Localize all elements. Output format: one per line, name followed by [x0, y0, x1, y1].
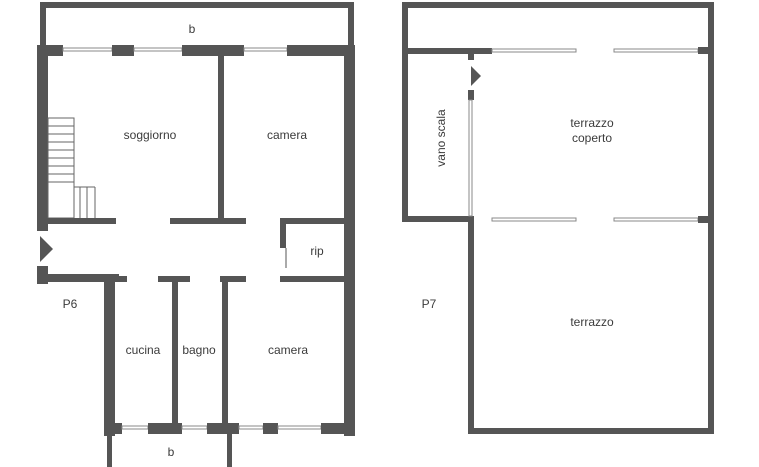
label-camera-1: camera [267, 128, 307, 142]
balcony-top-outline [40, 2, 354, 46]
p7-entrance-arrow-icon [471, 66, 481, 86]
label-terrazzo-coperto-1: terrazzo [570, 116, 614, 130]
label-p7: P7 [422, 297, 437, 311]
west-wall [37, 45, 119, 436]
interior-walls-lower [115, 276, 246, 426]
balcony-bottom-outline [107, 434, 232, 467]
label-soggiorno: soggiorno [124, 128, 177, 142]
entrance-arrow-icon [40, 236, 53, 262]
south-wall [104, 423, 355, 434]
interior-walls-upper [46, 56, 246, 224]
vano-scala-walls [402, 48, 492, 217]
label-p6: P6 [63, 297, 78, 311]
floor-p7: vano scala terrazzo coperto P7 terrazzo [402, 2, 714, 434]
label-camera-2: camera [268, 343, 308, 357]
north-wall [37, 45, 355, 56]
east-wall [344, 45, 355, 436]
label-balcony-top: b [189, 22, 196, 36]
label-cucina: cucina [126, 343, 161, 357]
label-vano-scala: vano scala [434, 109, 448, 167]
terrazzo-coperto-openings [491, 47, 710, 223]
staircase [47, 117, 96, 219]
label-terrazzo: terrazzo [570, 315, 614, 329]
label-balcony-bottom: b [168, 445, 175, 459]
label-rip: rip [310, 244, 324, 258]
label-terrazzo-coperto-2: coperto [572, 131, 612, 145]
rip-closet [280, 218, 345, 282]
label-bagno: bagno [182, 343, 216, 357]
p7-outer-walls [402, 2, 714, 434]
floor-p6: b soggiorno camera rip P6 cucina bagno c… [37, 2, 355, 467]
